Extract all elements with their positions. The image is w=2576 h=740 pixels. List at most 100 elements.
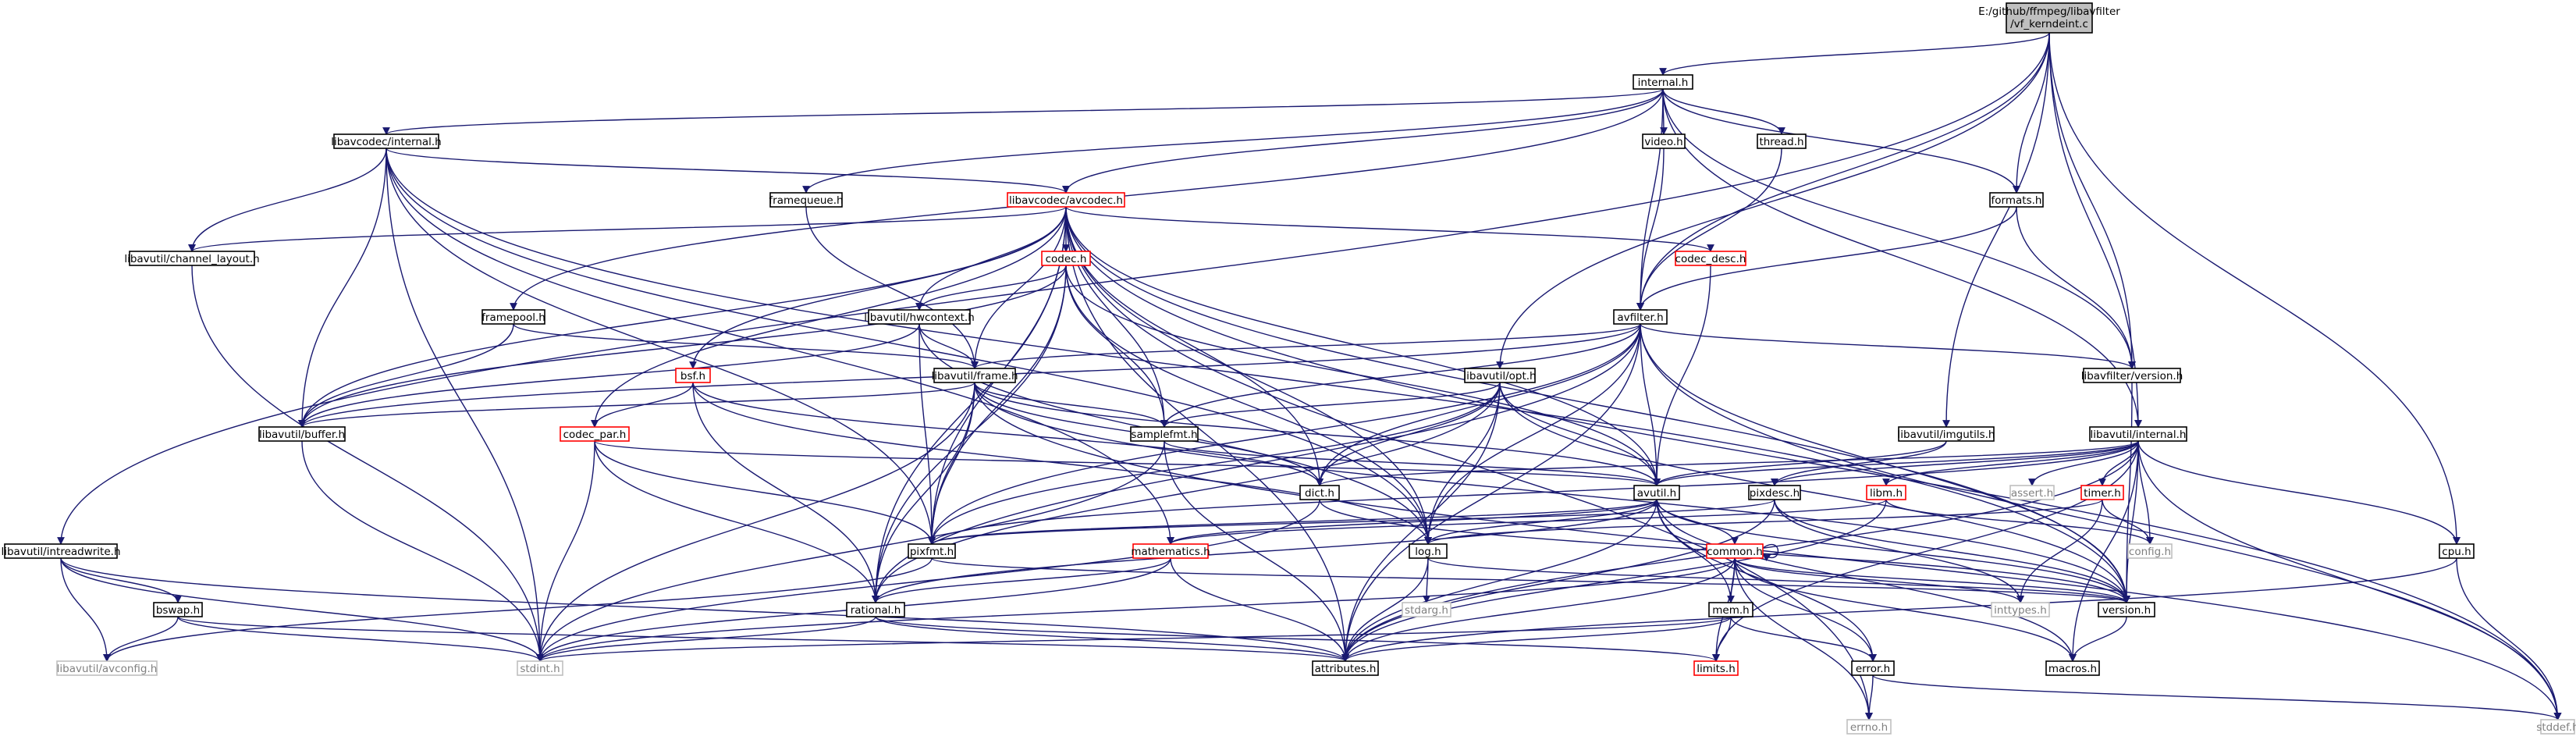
edge-libm_h-to-attributes_h <box>1341 499 1887 662</box>
node-bswap-h[interactable]: bswap.h <box>153 602 203 617</box>
node-attributes-h[interactable]: attributes.h <box>1312 660 1379 676</box>
node-label: version.h <box>2102 604 2151 617</box>
node-dict-h[interactable]: dict.h <box>1299 485 1340 500</box>
node-avutil-h[interactable]: avutil.h <box>1633 485 1680 500</box>
node-box <box>846 602 905 617</box>
edge-libavutil_frame_h-to-version_h <box>974 382 2130 603</box>
node-libavutil-internal-h[interactable]: libavutil/internal.h <box>2089 426 2187 442</box>
node-stdarg-h[interactable]: stdarg.h <box>1402 602 1451 617</box>
node-libm-h[interactable]: libm.h <box>1866 485 1906 500</box>
edge-avutil_h-to-pixfmt_h <box>928 499 1658 545</box>
node-avfilter-h[interactable]: avfilter.h <box>1613 309 1668 325</box>
node-mem-h[interactable]: mem.h <box>1708 602 1753 617</box>
edge-libavutil_internal_h-to-limits_h <box>1712 440 2139 662</box>
node-label: framepool.h <box>481 311 545 324</box>
node-timer-h[interactable]: timer.h <box>2080 485 2124 500</box>
node-internal-h[interactable]: internal.h <box>1633 74 1693 90</box>
node-inttypes-h[interactable]: inttypes.h <box>1991 602 2050 617</box>
node-libavutil-intreadwrite-h[interactable]: libavutil/intreadwrite.h <box>1 543 121 559</box>
node-label: libm.h <box>1870 487 1903 500</box>
node-codec-h[interactable]: codec.h <box>1041 251 1091 266</box>
node-common-h[interactable]: common.h <box>1706 543 1764 559</box>
node-codec-par-h[interactable]: codec_par.h <box>560 426 630 442</box>
edge-avfilter_h-to-avutil_h <box>1640 323 1661 486</box>
node-libavutil-opt-h[interactable]: libavutil/opt.h <box>1463 368 1537 383</box>
node-libavfilter-version-h[interactable]: libavfilter/version.h <box>2081 368 2183 383</box>
node-framequeue-h[interactable]: framequeue.h <box>769 192 844 208</box>
edge-libm_h-to-config_h <box>1885 499 2154 545</box>
node-libavutil-imgutils-h[interactable]: libavutil/imgutils.h <box>1898 426 1995 442</box>
edge-log_h-to-attributes_h <box>1341 557 1429 662</box>
edge-libavutil_internal_h-to-avutil_h <box>1653 440 2139 486</box>
node-assert-h[interactable]: assert.h <box>2009 485 2055 500</box>
edge-libavutil_opt_h-to-avutil_h <box>1499 382 1661 486</box>
node-label: attributes.h <box>1315 663 1377 675</box>
edge-codec_h-to-log_h <box>1065 265 1432 545</box>
node-config-h[interactable]: config.h <box>2127 543 2173 559</box>
node-log-h[interactable]: log.h <box>1409 543 1448 559</box>
node-box <box>868 309 971 325</box>
node-thread-h[interactable]: thread.h <box>1757 133 1807 149</box>
edge-common_h-to-inttypes_h <box>1734 557 2024 603</box>
node-pixdesc-h[interactable]: pixdesc.h <box>1748 485 1801 500</box>
node-stddef-h[interactable]: stddef.h <box>2536 719 2576 735</box>
node-framepool-h[interactable]: framepool.h <box>481 309 545 325</box>
edge-mem_h-to-limits_h <box>1712 616 1732 662</box>
node-root[interactable]: E:/github/ffmpeg/libavfilter/vf_kerndein… <box>1978 2 2120 34</box>
node-bsf-h[interactable]: bsf.h <box>675 368 711 383</box>
edge-libavcodec_avcodec_h-to-dict_h <box>1065 206 1324 486</box>
edge-libavutil_imgutils_h-to-avutil_h <box>1653 440 1947 486</box>
node-libavutil-frame-h[interactable]: libavutil/frame.h <box>931 368 1018 383</box>
node-version-h[interactable]: version.h <box>2098 602 2155 617</box>
node-pixfmt-h[interactable]: pixfmt.h <box>908 543 956 559</box>
node-libavcodec-internal-h[interactable]: libavcodec/internal.h <box>331 133 442 149</box>
edge-mem_h-to-stdint_h <box>536 616 1732 662</box>
edge-codec_par_h-to-pixfmt_h <box>594 440 936 545</box>
node-label: rational.h <box>851 604 901 617</box>
edge-codec_par_h-to-stdint_h <box>536 440 595 662</box>
node-error-h[interactable]: error.h <box>1851 660 1895 676</box>
node-box <box>2439 543 2475 559</box>
node-video-h[interactable]: video.h <box>1642 133 1686 149</box>
edge-mem_h-to-attributes_h <box>1341 616 1732 662</box>
node-label: libavutil/opt.h <box>1463 370 1536 382</box>
edge-libavutil_frame_h-to-libavutil_buffer_h <box>298 382 975 428</box>
node-box <box>1130 426 1199 442</box>
node-box <box>1132 543 1209 559</box>
edge-common_h-to-common_h <box>1762 543 1779 562</box>
node-stdint-h[interactable]: stdint.h <box>517 660 563 676</box>
edge-dict_h-to-stdint_h <box>536 499 1320 662</box>
node-mathematics-h[interactable]: mathematics.h <box>1131 543 1210 559</box>
edge-avfilter_h-to-dict_h <box>1316 323 1641 486</box>
node-libavutil-buffer-h[interactable]: libavutil/buffer.h <box>258 426 346 442</box>
node-label: video.h <box>1644 136 1683 148</box>
node-errno-h[interactable]: errno.h <box>1846 719 1892 735</box>
node-codec-desc-h[interactable]: codec_desc.h <box>1675 251 1746 266</box>
node-macros-h[interactable]: macros.h <box>2045 660 2100 676</box>
node-label: dict.h <box>1305 487 1334 500</box>
edge-internal_h-to-libavcodec_avcodec_h <box>1062 88 1664 194</box>
node-rational-h[interactable]: rational.h <box>846 602 905 617</box>
edge-libavcodec_avcodec_h-to-codec_desc_h <box>1065 206 1714 252</box>
node-libavutil-hwcontext-h[interactable]: libavutil/hwcontext.h <box>864 309 975 325</box>
edge-libavcodec_avcodec_h-to-codec_par_h <box>591 206 1067 428</box>
node-libavutil-channel-layout-h[interactable]: libavutil/channel_layout.h <box>124 251 260 266</box>
node-cpu-h[interactable]: cpu.h <box>2439 543 2475 559</box>
edge-avfilter_h-to-samplefmt_h <box>1160 323 1641 428</box>
node-formats-h[interactable]: formats.h <box>1989 192 2044 208</box>
node-libavcodec-avcodec-h[interactable]: libavcodec/avcodec.h <box>1007 192 1125 208</box>
node-label: stddef.h <box>2536 721 2576 734</box>
edge-bsf_h-to-log_h <box>692 382 1432 545</box>
edge-libavcodec_internal_h-to-libavutil_buffer_h <box>298 148 387 428</box>
edge-common_h-to-error_h <box>1734 557 1877 662</box>
edge-libavcodec_avcodec_h-to-log_h <box>1065 206 1432 545</box>
edge-codec_par_h-to-rational_h <box>594 440 879 603</box>
edge-libavutil_imgutils_h-to-pixdesc_h <box>1771 440 1947 486</box>
edge-libavutil_buffer_h-to-stdint_h <box>301 440 544 662</box>
node-samplefmt-h[interactable]: samplefmt.h <box>1130 426 1199 442</box>
node-box <box>1748 485 1801 500</box>
node-libavutil-avconfig-h[interactable]: libavutil/avconfig.h <box>56 660 158 676</box>
edge-timer_h-to-inttypes_h <box>2016 499 2103 603</box>
edge-libavutil_internal_h-to-config_h <box>2137 440 2154 545</box>
node-limits-h[interactable]: limits.h <box>1693 660 1739 676</box>
